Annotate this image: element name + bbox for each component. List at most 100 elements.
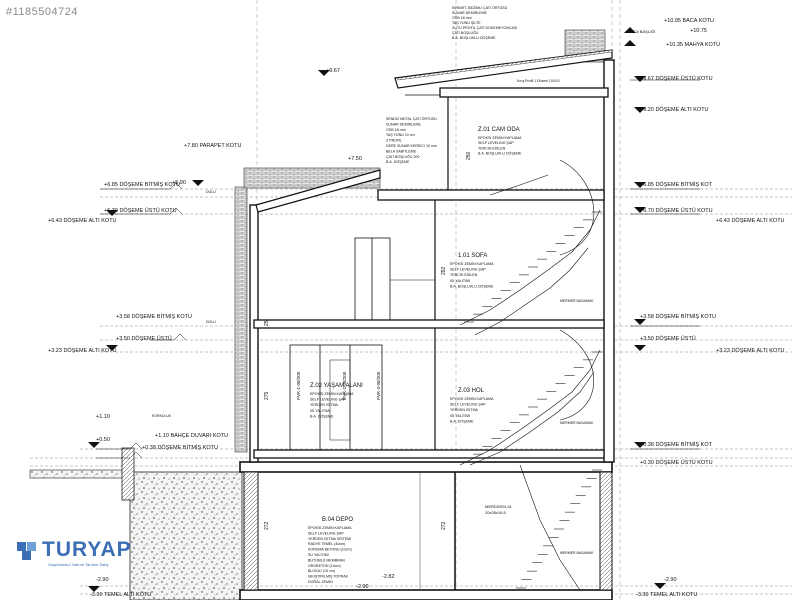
note-line: SELF LEVELING ŞAP — [310, 398, 346, 402]
brand-logo: TURYAP — [16, 538, 132, 562]
staircase — [459, 159, 601, 591]
room-cam-oda: Z.01 CAM ODA — [478, 127, 520, 133]
room-hol: Z.03 HOL — [458, 388, 485, 394]
note-line: B.A. DÖŞEME — [310, 414, 334, 418]
note-line: BELA SABİTLEME — [386, 148, 417, 153]
note-line: ÇATI BOŞLUĞU — [452, 30, 479, 35]
glazing — [289, 237, 435, 451]
note-floor-yasam: EPOKSİ ZEMİN KAPLAMA SELF LEVELING ŞAPYER… — [310, 391, 354, 418]
note-line: GROBETON (10cm) — [308, 564, 341, 568]
level-label: +6.85 DÖŞEME BİTMİŞ KOT — [640, 181, 713, 188]
level-label: +3.50 DÖŞEME ÜSTÜ — [116, 335, 172, 342]
room-depo: B.04 DEPO — [322, 517, 353, 523]
note-line: YERDEN ISITMA SİSTEMİ — [308, 536, 351, 541]
watermark-text: #1185504724 — [6, 6, 78, 18]
dim-label: 25 — [264, 320, 270, 326]
logo-word: TURYAP — [42, 538, 132, 561]
level-label: +5.90 — [172, 180, 186, 186]
note-line: B.A. DÖŞEME — [386, 160, 410, 164]
level-label: -3.30 TEMEL ALTI KOTU — [90, 592, 151, 598]
level-label: -2.90 — [96, 577, 109, 583]
note-line: EPOKSİ ZEMİN KAPLAMA — [308, 525, 352, 530]
dolu-label: DOLU — [206, 320, 216, 324]
level-label: +3.23 DÖŞEME ALTI KOTU — [716, 347, 785, 354]
note-line: TERCİH EDİLEN — [478, 145, 506, 150]
note-line: SIKIŞTIRILMIŞ TOPRAK — [308, 575, 349, 579]
logo-mark-icon — [17, 542, 36, 560]
dim-label: 272 — [264, 521, 270, 530]
note-line: TAŞ YÜNÜ ŞİLTE — [452, 20, 481, 25]
level-label: +6.70 DÖŞEME ÜSTÜ KOTU — [640, 207, 713, 214]
dim-label: 250 — [466, 151, 472, 160]
dolu-label: DOLU — [206, 190, 216, 194]
level-label: +3.50 DÖŞEME ÜSTÜ — [640, 335, 696, 342]
level-label: +10.35 MAHYA KOTU — [666, 42, 720, 48]
level-label: -2.90 — [664, 577, 677, 583]
roofs — [255, 49, 613, 213]
door-label: PVK-3-08/200 — [376, 371, 381, 400]
level-label: +9.20 DÖŞEME ALTI KOTU — [640, 106, 709, 113]
note-line: YERDEN ISITMA — [310, 403, 339, 407]
sky-label: Kırış Profil 1 Düzeni 100/10 — [517, 79, 560, 83]
note-line: TAŞ YÜNÜ 10 cm — [386, 133, 415, 137]
level-label: +3.23 DÖŞEME ALTI KOTU — [48, 347, 117, 354]
note-line: BÜTÜMLÜ MEMBRAN — [308, 558, 345, 562]
note-line: SUNAR DEMİRLEME — [452, 10, 488, 15]
logo-tagline: Gayrimenkul Yatırım Tanıtım Satış — [48, 562, 109, 567]
level-label: +0.38 DÖŞEME BİTMİŞ KOT — [640, 441, 713, 448]
level-label: +3.58 DÖŞEME BİTMİŞ KOTU — [116, 313, 192, 320]
level-label: +6.43 DÖŞEME ALTI KOTU — [716, 217, 785, 224]
level-label: +9.67 — [326, 68, 340, 74]
note-line: ÇATI BOŞLUĞU 200 — [386, 154, 420, 159]
note-line: SU YALITIMI — [308, 553, 329, 557]
note-line: B.A. DÖŞEME — [450, 419, 474, 423]
level-label: +6.85 DÖŞEME BİTMİŞ KOTU — [104, 181, 180, 188]
room-yasam-alani: Z.02 YAŞAM ALANI — [310, 383, 363, 389]
level-label: +1.10 — [96, 414, 110, 420]
note-line: XUTU PROFİL ÇATI DOKEMEYONCASI — [452, 25, 517, 30]
note-line: TERCİH EDİLEN — [450, 272, 478, 277]
note-floor-sofa: EPOKSİ ZEMİN KAPLAMA SELF LEVELING ŞAPTER… — [450, 261, 494, 288]
level-label: +7.50 — [348, 156, 362, 162]
note-line: BLOKAJ (15 cm) — [308, 569, 335, 573]
note-line: SELF LEVELING ŞAP — [450, 268, 486, 272]
level-label: +0.30 DÖŞEME ÜSTÜ KOTU — [640, 459, 713, 466]
mermer-label: MERMER BASAMAK — [560, 551, 594, 555]
note-line: EPOKSİ ZEMİN KAPLAMA — [478, 135, 522, 140]
note-line: OSB 18 mm — [386, 128, 406, 132]
level-label: -3.30 TEMEL ALTI KOTU — [636, 592, 697, 598]
note-line: DERE SUNAR KEREİCİ 10 mm — [386, 143, 437, 148]
note-line: B.A. BOŞLUKLU DÖŞEME — [450, 284, 494, 288]
level-label: -2.90 — [356, 584, 369, 590]
note-line: SELF LEVELING ŞAP — [450, 403, 486, 407]
door-label: PVK-2-08/200 — [342, 371, 347, 400]
level-label: +10.95 BACA KOTU — [664, 18, 714, 24]
level-label: +9.67 DÖŞEME ÜSTÜ KOTU — [640, 75, 713, 82]
note-line: ISI YALITIMI — [450, 414, 470, 418]
level-label: -2.82 — [382, 574, 395, 580]
structure — [249, 59, 615, 463]
level-label: +6.30 DÖŞEME ÜSTÜ KOTU — [104, 207, 177, 214]
level-label: +3.58 DÖŞEME BİTMİŞ KOTU — [640, 313, 716, 320]
ground — [29, 447, 613, 600]
dim-label: 275 — [264, 391, 270, 400]
level-label: +10.75 — [690, 28, 707, 34]
mermer-label: MERMER BASAMAK — [560, 299, 594, 303]
note-line: YERDEN ISITMA — [450, 408, 479, 412]
note-line: ISI YALITIMI — [310, 409, 330, 413]
note-line: EPOKSİ ZEMİN KAPLAMA — [450, 261, 494, 266]
merdiven-size: 20x28x16.6 — [485, 510, 506, 515]
note-line: ISI YALITIMI — [450, 279, 470, 283]
mermer-label: MERMER BASAMAK — [560, 421, 594, 425]
note-line: B.A. BOŞLUKLU DÖŞEME — [452, 36, 496, 40]
level-label: +1.10 BAHÇE DUVARI KOTU — [155, 433, 228, 439]
note-line: EPOKSİ ZEMİN KAPLAMA — [310, 391, 354, 396]
note-line: DOĞAL ZEMİN — [308, 579, 333, 584]
level-label: +6.43 DÖŞEME ALTI KOTU — [48, 217, 117, 224]
